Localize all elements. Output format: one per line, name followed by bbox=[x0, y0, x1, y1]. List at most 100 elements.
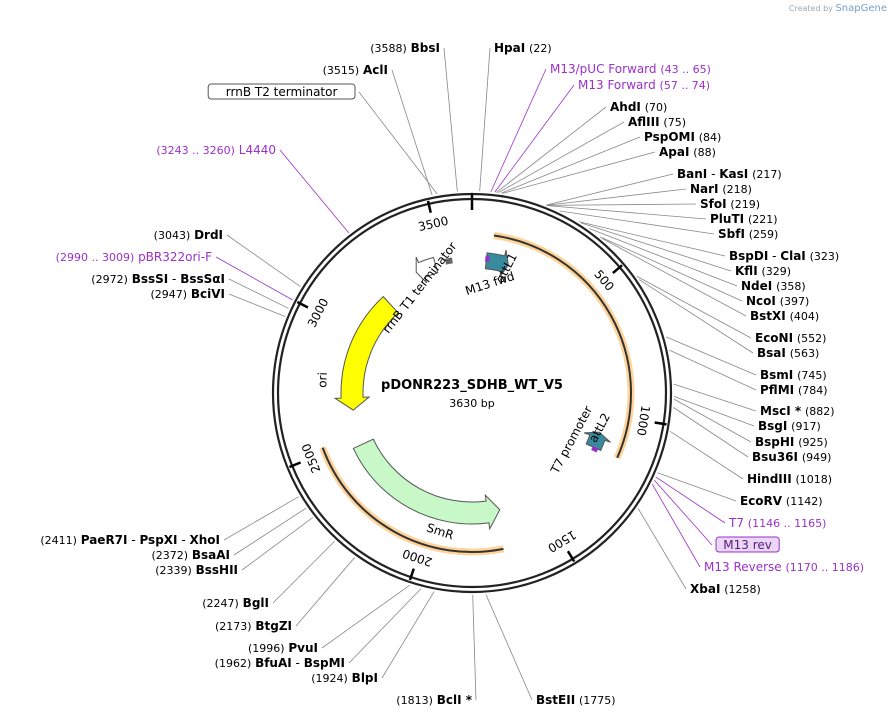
tick-label: 2500 bbox=[299, 441, 323, 475]
label-econi[interactable]: EcoNI (552) bbox=[636, 276, 827, 345]
label-bcivi[interactable]: (2947) BciVI bbox=[150, 287, 286, 317]
label-enzyme: BbsI bbox=[411, 41, 440, 55]
label-position: (1170 .. 1186) bbox=[786, 561, 865, 574]
label-text: (1962) BfuAI - BspMI bbox=[215, 656, 345, 670]
feature-label-rrnb-t1: rrnB T1 terminator bbox=[380, 239, 460, 336]
label-ncoi[interactable]: NcoI (397) bbox=[599, 236, 809, 308]
label-sbfi[interactable]: SbfI (259) bbox=[559, 210, 779, 241]
feature-rrnb-t2[interactable] bbox=[444, 257, 453, 265]
label-pflmi[interactable]: PflMI (784) bbox=[669, 349, 828, 397]
label-position: (917) bbox=[791, 420, 821, 433]
label-m13-reverse[interactable]: M13 Reverse (1170 .. 1186) bbox=[651, 483, 865, 574]
label-enzyme: PflMI bbox=[760, 383, 794, 397]
label-connector bbox=[673, 398, 752, 443]
label-drdi[interactable]: (3043) DrdI bbox=[154, 228, 301, 287]
label-pluti[interactable]: PluTI (221) bbox=[547, 205, 778, 226]
label-connector bbox=[599, 236, 743, 302]
label-bsteii[interactable]: BstEII (1775) bbox=[485, 594, 616, 707]
label-position: (323) bbox=[810, 250, 840, 263]
label-ahdi[interactable]: AhdI (70) bbox=[496, 100, 667, 193]
label-connector bbox=[479, 47, 491, 192]
label-rrnb-t2-terminator[interactable]: rrnB T2 terminator bbox=[207, 83, 438, 195]
label-connector bbox=[665, 336, 757, 376]
label-text: AflIII (75) bbox=[628, 115, 686, 129]
label-bsu36i[interactable]: Bsu36I (949) bbox=[673, 407, 831, 464]
backbone-outer bbox=[271, 192, 673, 594]
plasmid-name: pDONR223_SDHB_WT_V5 bbox=[381, 378, 563, 393]
label-bani[interactable]: BanI - KasI (217) bbox=[546, 167, 782, 206]
label-bspdi[interactable]: BspDI - ClaI (323) bbox=[579, 221, 840, 263]
label-acli[interactable]: (3515) AclI bbox=[323, 63, 433, 196]
label-enzyme: KasI bbox=[719, 167, 748, 181]
label-bfuai[interactable]: (1962) BfuAI - BspMI bbox=[215, 588, 422, 670]
label-connector bbox=[636, 276, 752, 339]
label-bsssi[interactable]: (2972) BssSI - BssSαI bbox=[91, 272, 289, 309]
label-connector bbox=[546, 203, 697, 206]
label-enzyme: SfoI bbox=[700, 197, 727, 211]
label-enzyme: BstEII bbox=[536, 693, 575, 707]
label-m13-rev[interactable]: M13 rev bbox=[653, 479, 780, 553]
label-position: (2339) bbox=[155, 564, 192, 577]
label-enzyme: BssHII bbox=[196, 563, 238, 577]
label-position: (57 .. 74) bbox=[660, 79, 711, 92]
label-connector bbox=[559, 210, 715, 235]
label-sfoi[interactable]: SfoI (219) bbox=[546, 197, 760, 211]
label-text: BstXI (404) bbox=[750, 309, 819, 323]
label-afliii[interactable]: AflIII (75) bbox=[497, 115, 686, 194]
label-position: (2972) bbox=[91, 273, 128, 286]
feature-smr[interactable] bbox=[352, 438, 501, 531]
label-pbr322ori-f[interactable]: (2990 .. 3009) pBR322ori-F bbox=[56, 250, 293, 301]
label-l4440[interactable]: (3243 .. 3260) L4440 bbox=[156, 143, 350, 234]
label-t7[interactable]: T7 (1146 .. 1165) bbox=[655, 476, 827, 530]
label-m13-forward[interactable]: M13 Forward (57 .. 74) bbox=[494, 78, 711, 193]
feature-label-ori: ori bbox=[315, 372, 330, 388]
feature-attl2[interactable] bbox=[583, 431, 611, 452]
label-paer7i[interactable]: (2411) PaeR7I - PspXI - XhoI bbox=[40, 496, 299, 547]
label-xbai[interactable]: XbaI (1258) bbox=[637, 507, 761, 596]
label-text: EcoRV (1142) bbox=[740, 494, 823, 508]
tick-label: 1000 bbox=[634, 404, 653, 436]
feature-attl1[interactable] bbox=[484, 249, 509, 278]
label-m13-puc-forward[interactable]: M13/pUC Forward (43 .. 65) bbox=[490, 62, 711, 193]
label-hpai[interactable]: HpaI (22) bbox=[479, 41, 552, 192]
label-ecorv[interactable]: EcoRV (1142) bbox=[657, 472, 823, 508]
label-enzyme: BglI bbox=[243, 596, 269, 610]
feature-ori[interactable] bbox=[333, 295, 399, 411]
feature-rrnb-t1-terminator[interactable] bbox=[415, 256, 439, 284]
label-apai[interactable]: ApaI (88) bbox=[502, 145, 716, 194]
label-enzyme: M13/pUC Forward bbox=[550, 62, 657, 76]
label-text: (2247) BglI bbox=[202, 596, 269, 610]
feature-primer[interactable] bbox=[591, 445, 599, 453]
label-position: (1018) bbox=[796, 473, 833, 486]
label-name: M13 rev bbox=[723, 538, 772, 552]
label-connector bbox=[651, 483, 701, 568]
label-bsphi[interactable]: BspHI (925) bbox=[673, 398, 828, 449]
label-text: BsmI (745) bbox=[760, 368, 827, 382]
label-kfli[interactable]: KflI (329) bbox=[580, 222, 791, 278]
label-enzyme: AhdI bbox=[610, 100, 641, 114]
label-bsgi[interactable]: BsgI (917) bbox=[673, 395, 821, 433]
label-btgzi[interactable]: (2173) BtgZI bbox=[215, 557, 355, 633]
label-bstxi[interactable]: BstXI (404) bbox=[601, 238, 819, 323]
label-bsshii[interactable]: (2339) BssHII bbox=[155, 517, 314, 577]
label-text: (3243 .. 3260) L4440 bbox=[156, 143, 276, 157]
label-pspomi[interactable]: PspOMI (84) bbox=[501, 130, 722, 194]
label-bsaai[interactable]: (2372) BsaAI bbox=[151, 507, 307, 562]
label-bsmi[interactable]: BsmI (745) bbox=[665, 336, 827, 382]
label-msci-[interactable]: MscI * (882) bbox=[673, 383, 835, 418]
label-bsai[interactable]: BsaI (563) bbox=[638, 279, 819, 360]
label-bgli[interactable]: (2247) BglI bbox=[202, 540, 335, 610]
label-position: (88) bbox=[693, 146, 716, 159]
label-connector bbox=[673, 383, 757, 412]
label-ndei[interactable]: NdeI (358) bbox=[589, 228, 806, 293]
label-enzyme: NdeI bbox=[741, 279, 772, 293]
label-bcli-[interactable]: (1813) BclI * bbox=[396, 594, 477, 707]
label-nari[interactable]: NarI (218) bbox=[546, 182, 752, 206]
label-blpi[interactable]: (1924) BlpI bbox=[311, 591, 435, 685]
label-hindiii[interactable]: HindIII (1018) bbox=[670, 431, 832, 486]
label-pvui[interactable]: (1996) PvuI bbox=[248, 584, 410, 655]
label-enzyme: EcoRV bbox=[740, 494, 783, 508]
label-position: (84) bbox=[699, 131, 722, 144]
label-enzyme: HindIII bbox=[747, 472, 792, 486]
label-bbsi[interactable]: (3588) BbsI bbox=[370, 41, 458, 192]
